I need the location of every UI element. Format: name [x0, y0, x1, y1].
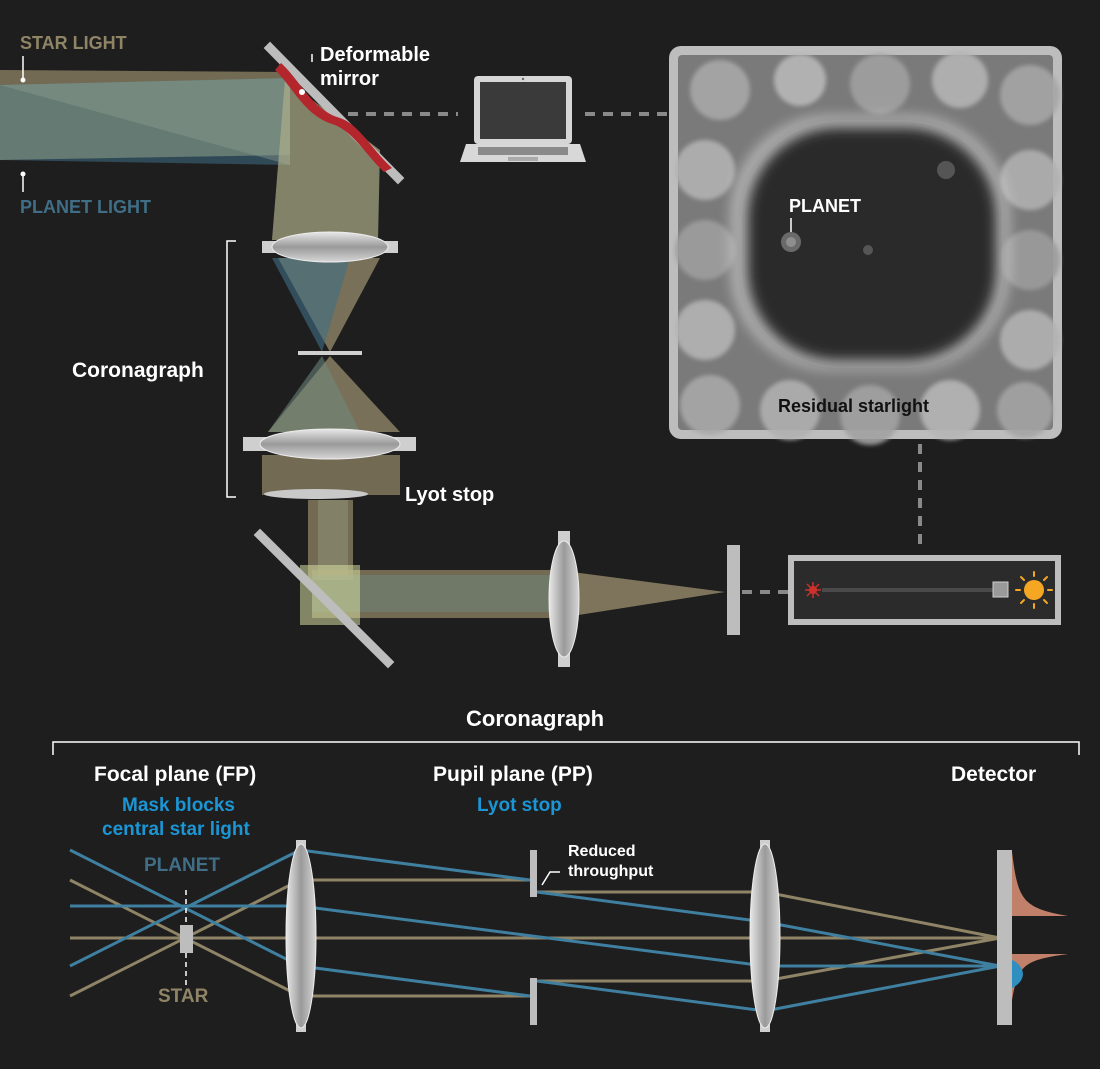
star-bottom-label: STAR [158, 986, 209, 1007]
incoming-light-beams [0, 70, 290, 165]
focal-plane-mask-bottom [180, 925, 193, 953]
bottom-lenses [285, 840, 781, 1032]
dashed-connectors [348, 112, 922, 594]
planet-light-label: PLANET LIGHT [20, 197, 151, 217]
coronagraph-lenses [243, 231, 416, 499]
star-light-label: STAR LIGHT [20, 33, 127, 53]
deformable-mirror-label: Deformable [320, 44, 430, 66]
lyot-stop-element [264, 489, 368, 499]
reduced-throughput-label: Reduced [568, 843, 636, 860]
lyot-stop-bottom [530, 850, 560, 1025]
detector-bottom [997, 850, 1068, 1025]
residual-starlight-image [669, 46, 1062, 445]
deformable-mirror-label-2: mirror [320, 68, 379, 90]
lyot-stop-label: Lyot stop [405, 484, 494, 506]
camera-plate [727, 545, 740, 635]
coronagraph-side-label: Coronagraph [72, 359, 204, 382]
coronagraph-span-bracket [52, 741, 1080, 755]
coronagraph-bracket [226, 240, 236, 498]
pupil-plane-label: Pupil plane (PP) [433, 763, 593, 786]
focal-plane-label: Focal plane (FP) [94, 763, 256, 786]
detector-readout [788, 555, 1061, 625]
laptop-icon [460, 76, 586, 162]
lyot-stop-bottom-label: Lyot stop [477, 795, 562, 816]
light-label-ticks [20, 56, 26, 192]
deformable-mirror [263, 41, 405, 185]
imaging-lens [548, 531, 580, 667]
mask-blocks-label-2: central star light [102, 819, 250, 840]
red-star-icon [805, 582, 821, 598]
residual-starlight-label: Residual starlight [778, 396, 929, 416]
planet-image-label: PLANET [789, 196, 861, 216]
mask-blocks-label: Mask blocks [122, 795, 235, 816]
focal-plane-mask [298, 351, 362, 355]
planet-bottom-label: PLANET [144, 855, 220, 876]
sun-icon [1015, 571, 1053, 609]
coronagraph-beams [262, 80, 725, 625]
detector-label: Detector [951, 763, 1036, 786]
reduced-throughput-label-2: throughput [568, 863, 654, 880]
bottom-title: Coronagraph [466, 706, 604, 731]
fold-mirror [253, 528, 395, 669]
